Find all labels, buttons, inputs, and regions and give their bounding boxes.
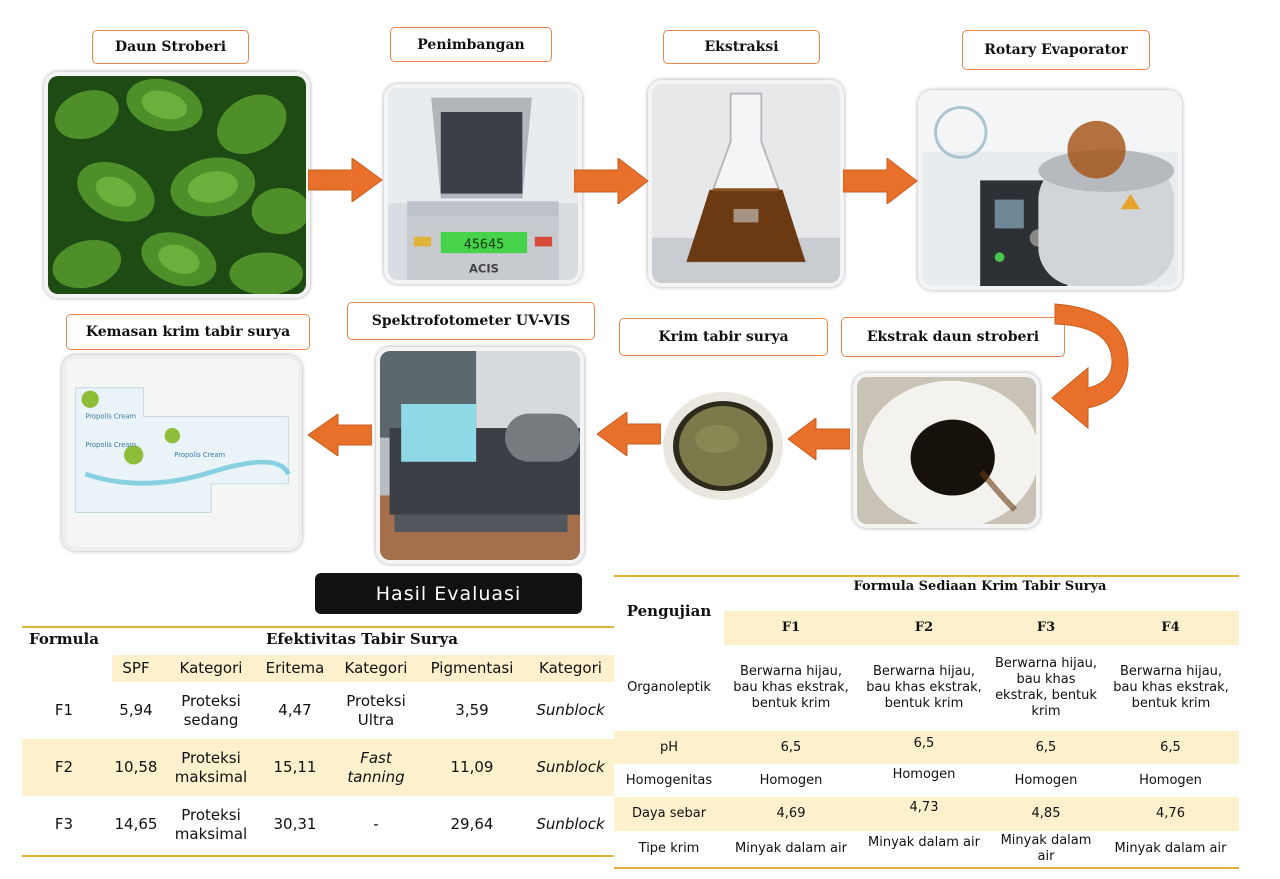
ph-f4: 6,5 bbox=[1160, 739, 1181, 755]
table-row-f1-kategori-2: Proteksi Ultra bbox=[346, 691, 406, 729]
arrow-curved-rotary-to-extract bbox=[1051, 303, 1129, 430]
test-organoleptik: Organoleptik bbox=[627, 680, 711, 695]
arrow-leaves-to-weighing bbox=[308, 158, 383, 202]
table-row-f3-kategori-1: Proteksi maksimal bbox=[174, 805, 248, 843]
ph-f2: 6,5 bbox=[913, 735, 935, 751]
test-ph: pH bbox=[659, 739, 679, 755]
formula-header: Formula bbox=[29, 629, 99, 648]
table-row-f2-eritema: 15,11 bbox=[273, 758, 317, 776]
label-daun-stroberi: Daun Stroberi bbox=[92, 30, 249, 64]
label-ekstrak-daun: Ekstrak daun stroberi bbox=[841, 317, 1065, 357]
photo-rotary-evaporator bbox=[918, 90, 1182, 290]
table-rule-top bbox=[22, 626, 614, 628]
photo-sunscreen-cream bbox=[662, 391, 784, 502]
col-header-kategori-3: Kategori bbox=[539, 659, 602, 677]
table-rule-bottom bbox=[22, 855, 614, 857]
table-row-f3-kategori-2: - bbox=[373, 815, 379, 833]
daya-sebar-f3: 4,85 bbox=[1031, 806, 1061, 821]
table-row-f3-kategori-3: Sunblock bbox=[536, 815, 605, 833]
col-header-f3: F3 bbox=[1036, 620, 1056, 635]
package-brand-text-2: Propolis Cream bbox=[85, 441, 136, 449]
arrow-weighing-to-extraction bbox=[574, 158, 649, 204]
rt-rule-top bbox=[614, 575, 1239, 577]
photo-weighing-scale: 45645 ACIS bbox=[384, 84, 582, 284]
tipe-krim-f3: Minyak dalam air bbox=[1000, 833, 1092, 864]
table-row-f3-pigmentasi: 29,64 bbox=[450, 815, 494, 833]
table-row-f1-kategori-3: Sunblock bbox=[536, 701, 605, 719]
daya-sebar-f2: 4,73 bbox=[909, 800, 939, 815]
col-header-f4: F4 bbox=[1161, 620, 1180, 635]
table-row-f2-spf: 10,58 bbox=[114, 758, 158, 776]
label-rotary-evaporator: Rotary Evaporator bbox=[962, 30, 1150, 70]
daya-sebar-f4: 4,76 bbox=[1156, 806, 1185, 821]
table-row-f2-pigmentasi: 11,09 bbox=[450, 758, 494, 776]
ph-f1: 6,5 bbox=[780, 739, 802, 755]
arrow-extraction-to-rotary bbox=[843, 158, 918, 204]
col-header-kategori-1: Kategori bbox=[179, 659, 243, 677]
rt-subheader-band bbox=[724, 611, 1239, 645]
rt-band-ph bbox=[614, 731, 1239, 764]
table-row-f1-pigmentasi: 3,59 bbox=[455, 701, 489, 719]
col-header-f1: F1 bbox=[781, 620, 801, 635]
homogenitas-f3: Homogen bbox=[1014, 772, 1078, 788]
daya-sebar-f1: 4,69 bbox=[776, 806, 806, 821]
label-krim-tabir-surya: Krim tabir surya bbox=[619, 318, 828, 356]
col-header-f2: F2 bbox=[914, 620, 934, 635]
rt-band-daya-sebar bbox=[614, 797, 1239, 831]
col-header-spf: SPF bbox=[122, 659, 150, 677]
evaluation-banner: Hasil Evaluasi bbox=[315, 573, 582, 614]
photo-spectrophotometer bbox=[376, 347, 584, 564]
organoleptik-f3: Berwarna hijau, bau khas ekstrak, bentuk… bbox=[994, 656, 1098, 719]
pengujian-header: Pengujian bbox=[626, 602, 712, 620]
table-row-f1-eritema: 4,47 bbox=[278, 701, 312, 719]
organoleptik-f4: Berwarna hijau, bau khas ekstrak, bentuk… bbox=[1113, 664, 1229, 711]
package-brand-text-1: Propolis Cream bbox=[85, 412, 136, 420]
homogenitas-f4: Homogen bbox=[1139, 772, 1202, 788]
col-header-eritema: Eritema bbox=[265, 659, 325, 677]
tipe-krim-f4: Minyak dalam air bbox=[1114, 841, 1227, 856]
table-row-f3-eritema: 30,31 bbox=[273, 815, 317, 833]
rt-rule-bottom bbox=[614, 867, 1239, 869]
photo-sunscreen-packaging: Propolis Cream Propolis Cream Propolis C… bbox=[62, 355, 302, 551]
scale-brand-text: ACIS bbox=[469, 261, 499, 275]
package-brand-text-3: Propolis Cream bbox=[174, 451, 225, 459]
row-band-f2 bbox=[22, 739, 614, 796]
test-tipe-krim: Tipe krim bbox=[638, 841, 700, 856]
formula-sediaan-header: Formula Sediaan Krim Tabir Surya bbox=[853, 579, 1107, 594]
arrow-extract-to-cream bbox=[788, 418, 850, 460]
photo-strawberry-leaves bbox=[44, 72, 310, 298]
label-penimbangan: Penimbangan bbox=[390, 27, 552, 62]
table-row-f3-spf: 14,65 bbox=[114, 815, 158, 833]
table-row-f2-kategori-1: Proteksi maksimal bbox=[174, 748, 248, 786]
arrow-cream-to-spectro bbox=[597, 412, 661, 456]
table-row-f2-kategori-3: Sunblock bbox=[536, 758, 605, 776]
organoleptik-f1: Berwarna hijau, bau khas ekstrak, bentuk… bbox=[733, 664, 849, 711]
ph-f3: 6,5 bbox=[1035, 739, 1057, 755]
table-row-f1-kategori-1: Proteksi sedang bbox=[181, 691, 241, 729]
homogenitas-f1: Homogen bbox=[759, 772, 823, 788]
label-spektrofotometer: Spektrofotometer UV-VIS bbox=[347, 302, 595, 340]
efektivitas-header: Efektivitas Tabir Surya bbox=[265, 629, 458, 648]
test-daya-sebar: Daya sebar bbox=[631, 806, 707, 821]
label-kemasan-krim: Kemasan krim tabir surya bbox=[66, 314, 310, 350]
table-row-f1-formula: F1 bbox=[54, 701, 74, 719]
tipe-krim-f2: Minyak dalam air bbox=[868, 835, 980, 850]
table-row-f1-spf: 5,94 bbox=[119, 701, 153, 719]
test-homogenitas: Homogenitas bbox=[625, 772, 713, 788]
arrow-spectro-to-packaging bbox=[308, 414, 372, 456]
col-header-kategori-2: Kategori bbox=[344, 659, 408, 677]
tipe-krim-f1: Minyak dalam air bbox=[735, 841, 847, 856]
photo-strawberry-extract bbox=[853, 373, 1040, 528]
label-ekstraksi: Ekstraksi bbox=[663, 30, 820, 64]
scale-display-text: 45645 bbox=[464, 237, 504, 252]
table-row-f3-formula: F3 bbox=[54, 815, 74, 833]
table-row-f2-formula: F2 bbox=[54, 758, 74, 776]
subheader-band bbox=[112, 655, 614, 682]
table-row-f2-kategori-2: Fast tanning bbox=[347, 748, 405, 786]
organoleptik-f2: Berwarna hijau, bau khas ekstrak, bentuk… bbox=[866, 664, 982, 711]
col-header-pigmentasi: Pigmentasi bbox=[430, 659, 514, 677]
photo-extraction-flask bbox=[648, 80, 844, 287]
homogenitas-f2: Homogen bbox=[892, 766, 956, 782]
